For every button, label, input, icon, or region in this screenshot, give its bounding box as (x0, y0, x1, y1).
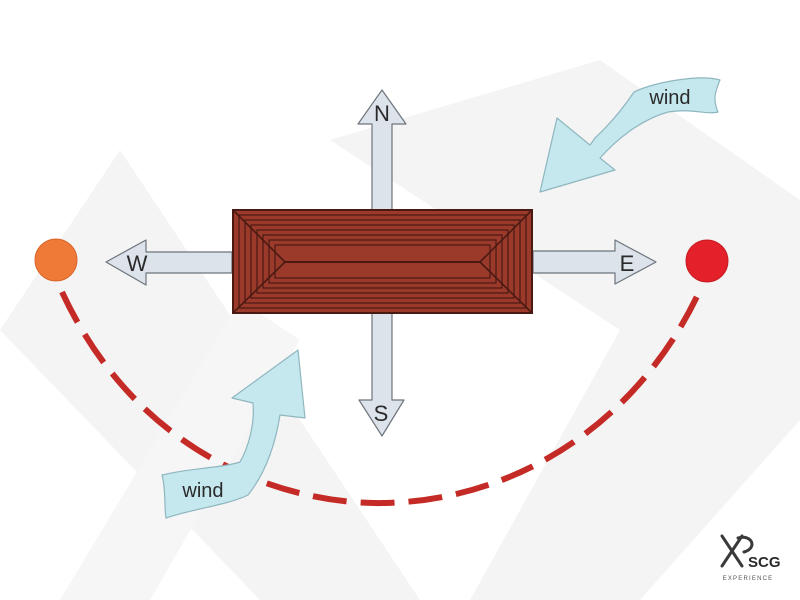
logo-subtitle: EXPERIENCE (723, 576, 774, 582)
scg-logo: SCG EXPERIENCE (720, 534, 781, 582)
south-label: S (374, 401, 389, 426)
logo-mark-icon (720, 534, 754, 568)
logo-mark-text: SCG (748, 554, 781, 571)
west-label: W (127, 251, 148, 276)
wind-label-top-right: wind (648, 87, 690, 109)
south-arrow (358, 311, 405, 437)
compass-arrows (105, 89, 657, 437)
east-label: E (620, 251, 635, 276)
sunrise-sun (34, 238, 78, 282)
building-roof (232, 209, 533, 314)
north-label: N (374, 101, 390, 126)
sunset-sun (685, 239, 729, 283)
wind-arrow-top-right (539, 77, 721, 193)
wind-arrow-bottom-left (161, 349, 306, 519)
background-watermark (0, 60, 800, 600)
wind-label-bottom-left: wind (181, 480, 223, 502)
east-arrow (532, 239, 657, 285)
sun-path-arc (59, 288, 703, 507)
